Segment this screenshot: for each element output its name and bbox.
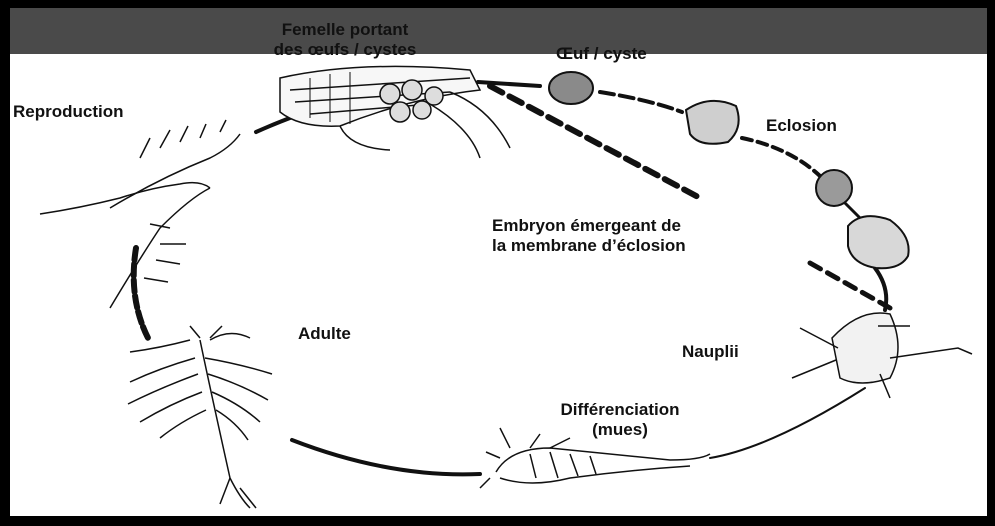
label-embryo-line2: la membrane d’éclosion — [492, 236, 686, 256]
label-diff-line1: Différenciation — [540, 400, 700, 420]
label-embryo-line1: Embryon émergeant de — [492, 216, 686, 236]
arrow-diff-to-adult — [292, 440, 480, 474]
label-reproduction: Reproduction — [13, 102, 124, 122]
female-with-eggs-illustration — [280, 66, 510, 158]
label-adult: Adulte — [298, 324, 351, 344]
label-female-line2: des œufs / cystes — [220, 40, 470, 60]
reproduction-pair-illustration — [40, 120, 240, 308]
nauplius-illustration — [792, 313, 972, 398]
arrow-nauplius-to-diff — [710, 388, 865, 458]
label-egg-cyst: Œuf / cyste — [556, 44, 647, 64]
arrow-hatch-to-cyst2 — [742, 138, 820, 176]
dashed-shortcut-upper — [490, 86, 700, 198]
diagram-frame: Femelle portant des œufs / cystes Œuf / … — [10, 8, 987, 516]
adult-illustration — [128, 326, 272, 508]
label-diff-line2: (mues) — [540, 420, 700, 440]
label-differentiation: Différenciation (mues) — [540, 400, 700, 440]
life-cycle-artwork — [10, 8, 987, 516]
label-female-line1: Femelle portant — [220, 20, 470, 40]
label-female-carrying-eggs: Femelle portant des œufs / cystes — [220, 20, 470, 60]
arrow-reproduction-to-adult — [134, 248, 148, 338]
arrow-cyst-to-hatch — [600, 92, 682, 112]
label-hatching: Eclosion — [766, 116, 837, 136]
label-embryo: Embryon émergeant de la membrane d’éclos… — [492, 216, 686, 256]
label-nauplii: Nauplii — [682, 342, 739, 362]
